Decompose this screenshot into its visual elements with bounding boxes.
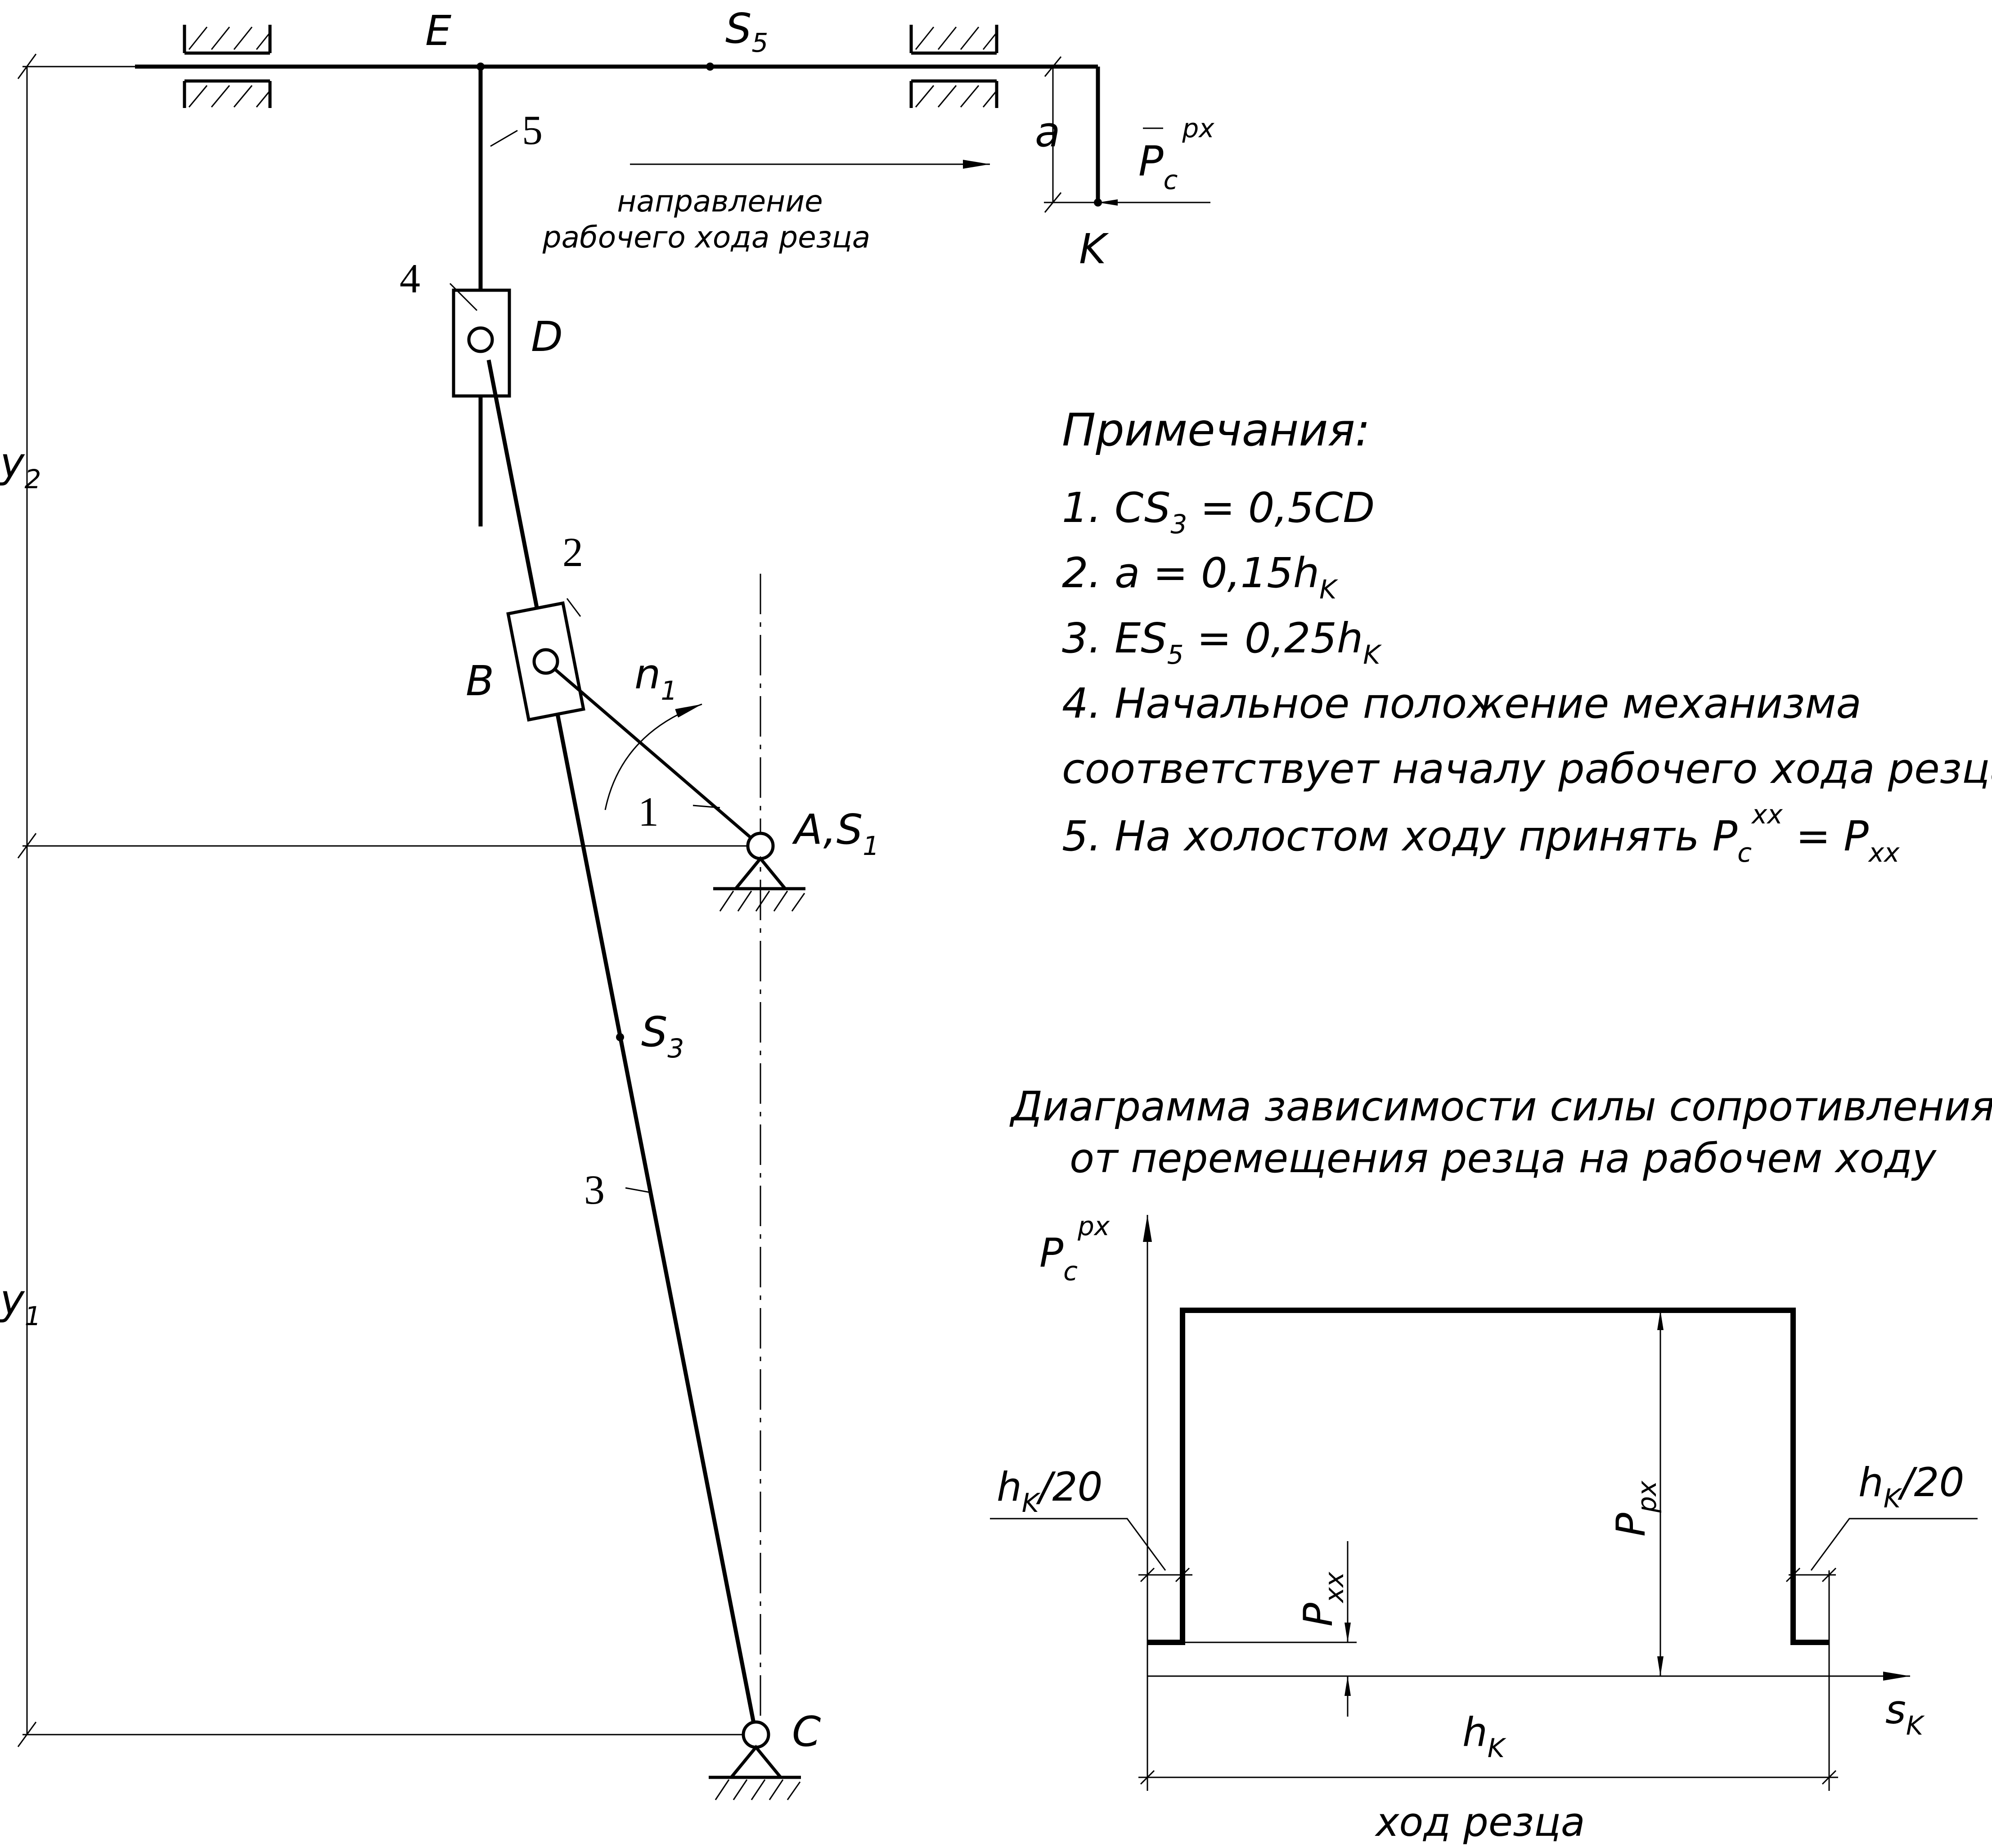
note-3: 3. ES5 = 0,25hK (1062, 614, 1382, 670)
note-5: 5. На холостом ходу принять Pcxx = Pxx (1062, 799, 1900, 868)
force-diagram: Диаграмма зависимости силы сопротивления… (990, 1083, 1992, 1845)
label-link-2: 2 (562, 529, 583, 575)
pivot-C (709, 1720, 801, 1800)
label-D: D (531, 313, 563, 361)
label-hk: hK (1462, 1709, 1506, 1763)
joint-B (532, 648, 559, 675)
label-stroke: ход резца (1374, 1799, 1585, 1845)
leader-1 (692, 805, 720, 809)
leader-4 (449, 283, 478, 311)
label-y2: y2 (0, 439, 41, 495)
joint-D (467, 326, 494, 353)
center-S5 (706, 63, 714, 71)
label-n1: n1 (634, 650, 677, 706)
label-link-1: 1 (638, 789, 659, 835)
note-4: 4. Начальное положение механизма (1062, 679, 1862, 728)
label-C: C (792, 1708, 821, 1756)
direction-line2: рабочего хода резца (542, 220, 871, 255)
label-link-4: 4 (400, 256, 420, 301)
label-A-S1: A,S1 (792, 805, 879, 861)
label-y1: y1 (0, 1276, 41, 1331)
guide-right (909, 25, 998, 108)
label-p-xx: Pxx (1295, 1572, 1349, 1627)
pivot-A (713, 832, 805, 912)
note-4b: соответствует началу рабочего хода резца (1062, 745, 1992, 793)
label-a: a (1035, 108, 1060, 156)
link-1-crank (544, 660, 762, 847)
leader-hk-left (990, 1518, 1166, 1571)
y-axis-label: Pcpx (1039, 1211, 1110, 1286)
label-hk20-right: hK/20 (1858, 1459, 1964, 1514)
note-2: 2. a = 0,15hK (1062, 549, 1338, 605)
label-link-3: 3 (584, 1167, 605, 1213)
direction-line1: направление (617, 184, 823, 219)
guide-left (183, 25, 272, 108)
leader-3 (625, 1187, 651, 1193)
x-axis-label: sK (1885, 1686, 1925, 1741)
label-p-px: Ppx (1608, 1480, 1662, 1537)
center-S3 (616, 1033, 624, 1041)
label-K: K (1079, 225, 1109, 273)
label-S3: S3 (641, 1008, 684, 1064)
force-curve (1147, 1308, 1829, 1645)
leader-hk-right (1810, 1518, 1978, 1571)
label-E: E (425, 7, 451, 55)
notes-block: Примечания: 1. CS3 = 0,5CD 2. a = 0,15hK… (1062, 404, 1992, 868)
diagram-title-2: от перемещения резца на рабочем ходу (1070, 1135, 1937, 1182)
diagram-title-1: Диаграмма зависимости силы сопротивления (1009, 1083, 1992, 1130)
label-force: Pcpx (1138, 113, 1214, 195)
notes-title: Примечания: (1062, 404, 1370, 456)
label-link-5: 5 (522, 107, 543, 153)
label-S5: S5 (725, 4, 768, 58)
label-hk20-left: hK/20 (997, 1464, 1102, 1518)
rotation-arrow (604, 703, 702, 810)
note-1: 1. CS3 = 0,5CD (1062, 484, 1375, 540)
label-B: B (466, 657, 494, 705)
leader-2 (566, 598, 581, 617)
leader-5 (490, 130, 518, 147)
link-3-rocker (486, 360, 758, 1735)
